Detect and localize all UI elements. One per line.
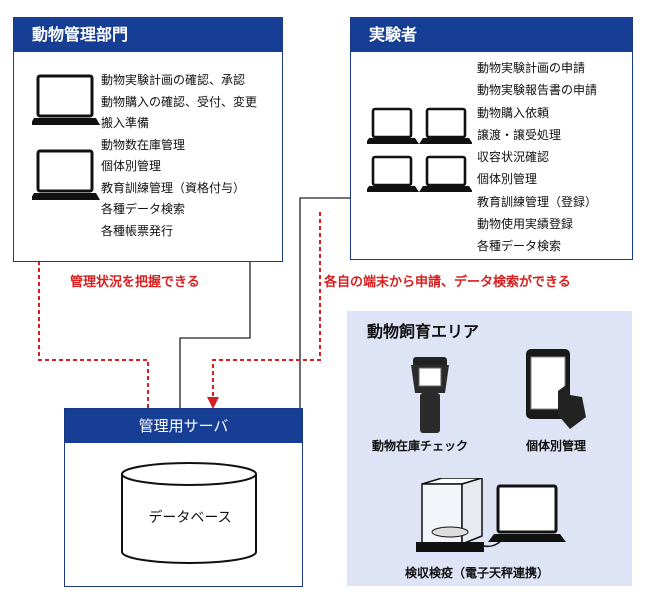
handheld-scanner-icon xyxy=(411,357,449,433)
list-item: 動物購入依頼 xyxy=(477,105,550,120)
experimenter-access-label: 各自の端末から申請、データ検索ができる xyxy=(324,275,571,290)
list-item: 譲渡・譲受処理 xyxy=(477,127,562,142)
laptop-icon xyxy=(419,107,472,144)
dept-laptop-icons xyxy=(32,74,100,200)
list-item: 各種帳票発行 xyxy=(101,223,174,238)
server-title: 管理用サーバ xyxy=(65,409,302,443)
list-item: 各種データ検索 xyxy=(477,239,562,254)
scale-label: 検収検疫（電子天秤連携） xyxy=(405,566,550,580)
experimenter-title: 実験者 xyxy=(351,18,632,52)
database-icon xyxy=(121,462,257,564)
database-label: データベース xyxy=(148,510,232,526)
experimenter-function-list: 動物実験計画の申請 動物実験報告書の申請 動物購入依頼 譲渡・譲受処理 収容状況… xyxy=(477,57,597,258)
dept-title: 動物管理部門 xyxy=(14,18,282,52)
dept-status-label: 管理状況を把握できる xyxy=(70,275,200,290)
list-item: 個体別管理 xyxy=(477,172,538,187)
dept-box: 動物管理部門 動物実験計画の確認、承認 動物購入の確認、受付、変更 搬入準備 動… xyxy=(13,17,283,262)
list-item: 個体別管理 xyxy=(101,159,162,173)
server-arrow-head xyxy=(207,397,219,409)
laptop-icon xyxy=(367,155,419,192)
dept-status-arrow xyxy=(38,240,149,408)
list-item: 各種データ検索 xyxy=(101,202,186,216)
list-item: 動物数在庫管理 xyxy=(101,137,186,152)
list-item: 搬入準備 xyxy=(101,116,150,130)
list-item: 動物使用実績登録 xyxy=(477,217,574,232)
dept-server-line xyxy=(179,261,251,408)
list-item: 動物実験報告書の申請 xyxy=(477,83,598,98)
tablet-label: 個体別管理 xyxy=(526,439,587,453)
laptop-icon xyxy=(367,107,419,144)
hand-icon xyxy=(558,385,586,429)
experimenter-laptop-icons xyxy=(367,107,472,192)
experimenter-access-arrow xyxy=(212,212,321,400)
list-item: 教育訓練管理（資格付与） xyxy=(101,180,246,195)
list-item: 教育訓練管理（登録） xyxy=(477,194,598,209)
dept-function-list: 動物実験計画の確認、承認 動物購入の確認、受付、変更 搬入準備 動物数在庫管理 … xyxy=(101,70,257,242)
laptop-icon xyxy=(32,74,100,125)
list-item: 収容状況確認 xyxy=(477,150,550,165)
experimenter-box: 実験者 動物実験計画の申請 動物実験報告書の申請 動物購入依頼 譲渡・譲受処理 … xyxy=(350,17,633,260)
breeding-area-title: 動物飼育エリア xyxy=(367,322,480,341)
list-item: 動物購入の確認、受付、変更 xyxy=(101,94,258,109)
laptop-icon xyxy=(419,155,472,192)
laptop-icon xyxy=(32,149,100,200)
laptop-icon xyxy=(496,484,558,534)
list-item: 動物実験計画の確認、承認 xyxy=(101,73,246,87)
handheld-label: 動物在庫チェック xyxy=(372,439,469,453)
experimenter-server-line xyxy=(299,197,350,408)
tablet-icon xyxy=(526,349,586,429)
electronic-scale-icon xyxy=(416,478,566,552)
server-box: 管理用サーバ xyxy=(64,408,303,587)
list-item: 動物実験計画の申請 xyxy=(477,61,586,75)
